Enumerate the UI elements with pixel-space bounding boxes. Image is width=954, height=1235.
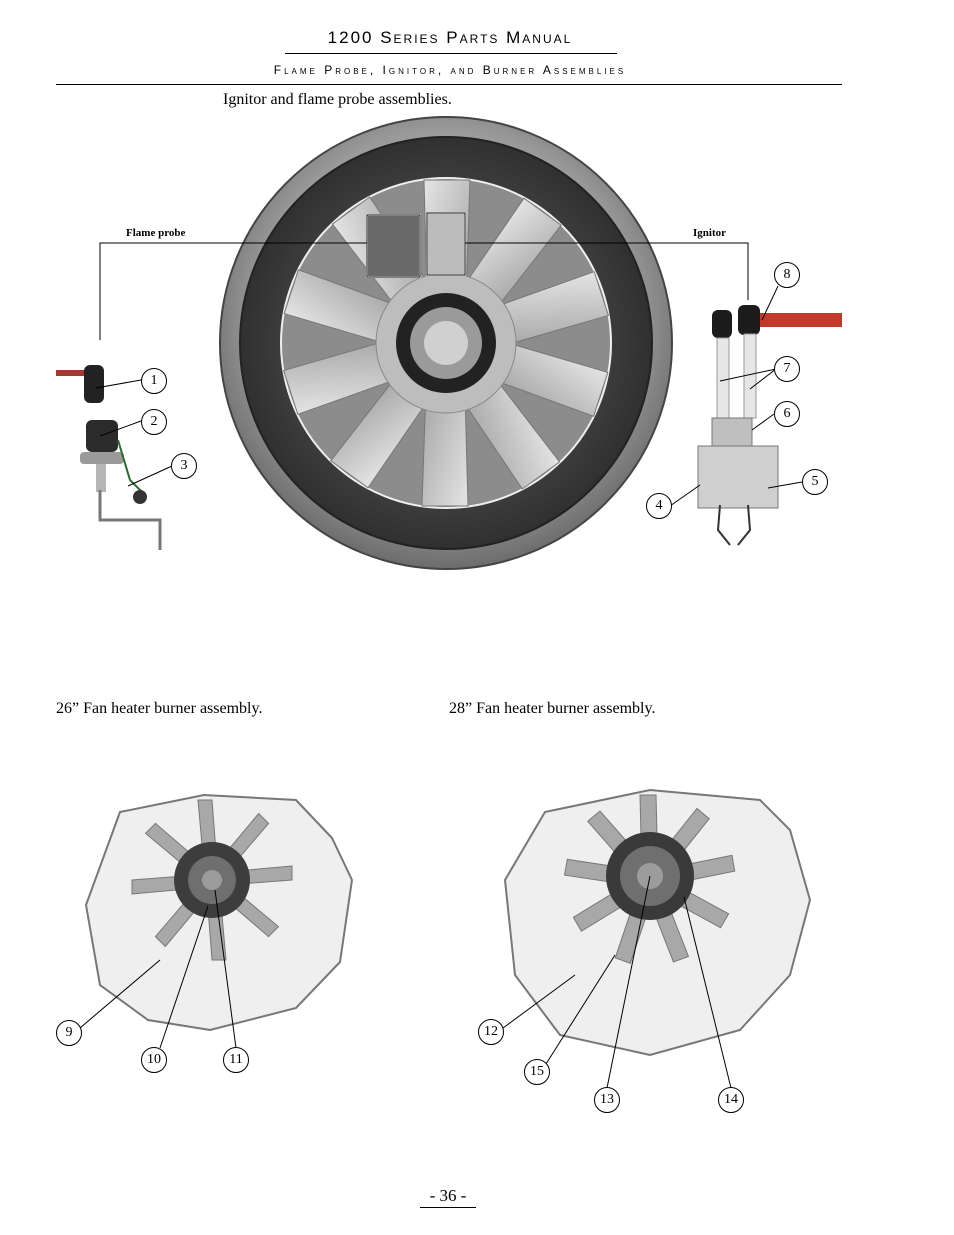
callout-13: 13 [594,1087,620,1113]
burner-26-photo [84,793,354,1032]
burner-26-caption: 26” Fan heater burner assembly. [56,700,263,717]
flame-probe-label: Flame probe [126,227,186,239]
top-caption: Ignitor and flame probe assemblies. [223,91,452,108]
callout-5: 5 [802,469,828,495]
burner-28-photo [503,788,812,1057]
callout-12: 12 [478,1019,504,1045]
section-subtitle: Flame Probe, Ignitor, and Burner Assembl… [273,63,627,77]
callout-14: 14 [718,1087,744,1113]
callout-leaders [79,285,803,1089]
callout-4: 4 [646,493,672,519]
manual-title: 1200 Series Parts Manual [327,28,573,47]
callout-11: 11 [223,1047,249,1073]
callout-3: 3 [171,453,197,479]
callout-2: 2 [141,409,167,435]
callout-15: 15 [524,1059,550,1085]
callout-7: 7 [774,356,800,382]
flame-probe-photo [56,365,162,550]
burner-28-caption: 28” Fan heater burner assembly. [449,700,656,717]
header-rule [56,84,842,85]
ignitor-label: Ignitor [693,227,726,239]
title-underline [285,53,617,54]
ignitor-photo [697,305,842,546]
callout-6: 6 [774,401,800,427]
assembly-leaders [99,242,749,340]
callout-1: 1 [141,368,167,394]
callout-10: 10 [141,1047,167,1073]
callout-9: 9 [56,1020,82,1046]
callout-8: 8 [774,262,800,288]
page-number: - 36 - [420,1186,476,1208]
fan-heater-photo [219,116,673,570]
